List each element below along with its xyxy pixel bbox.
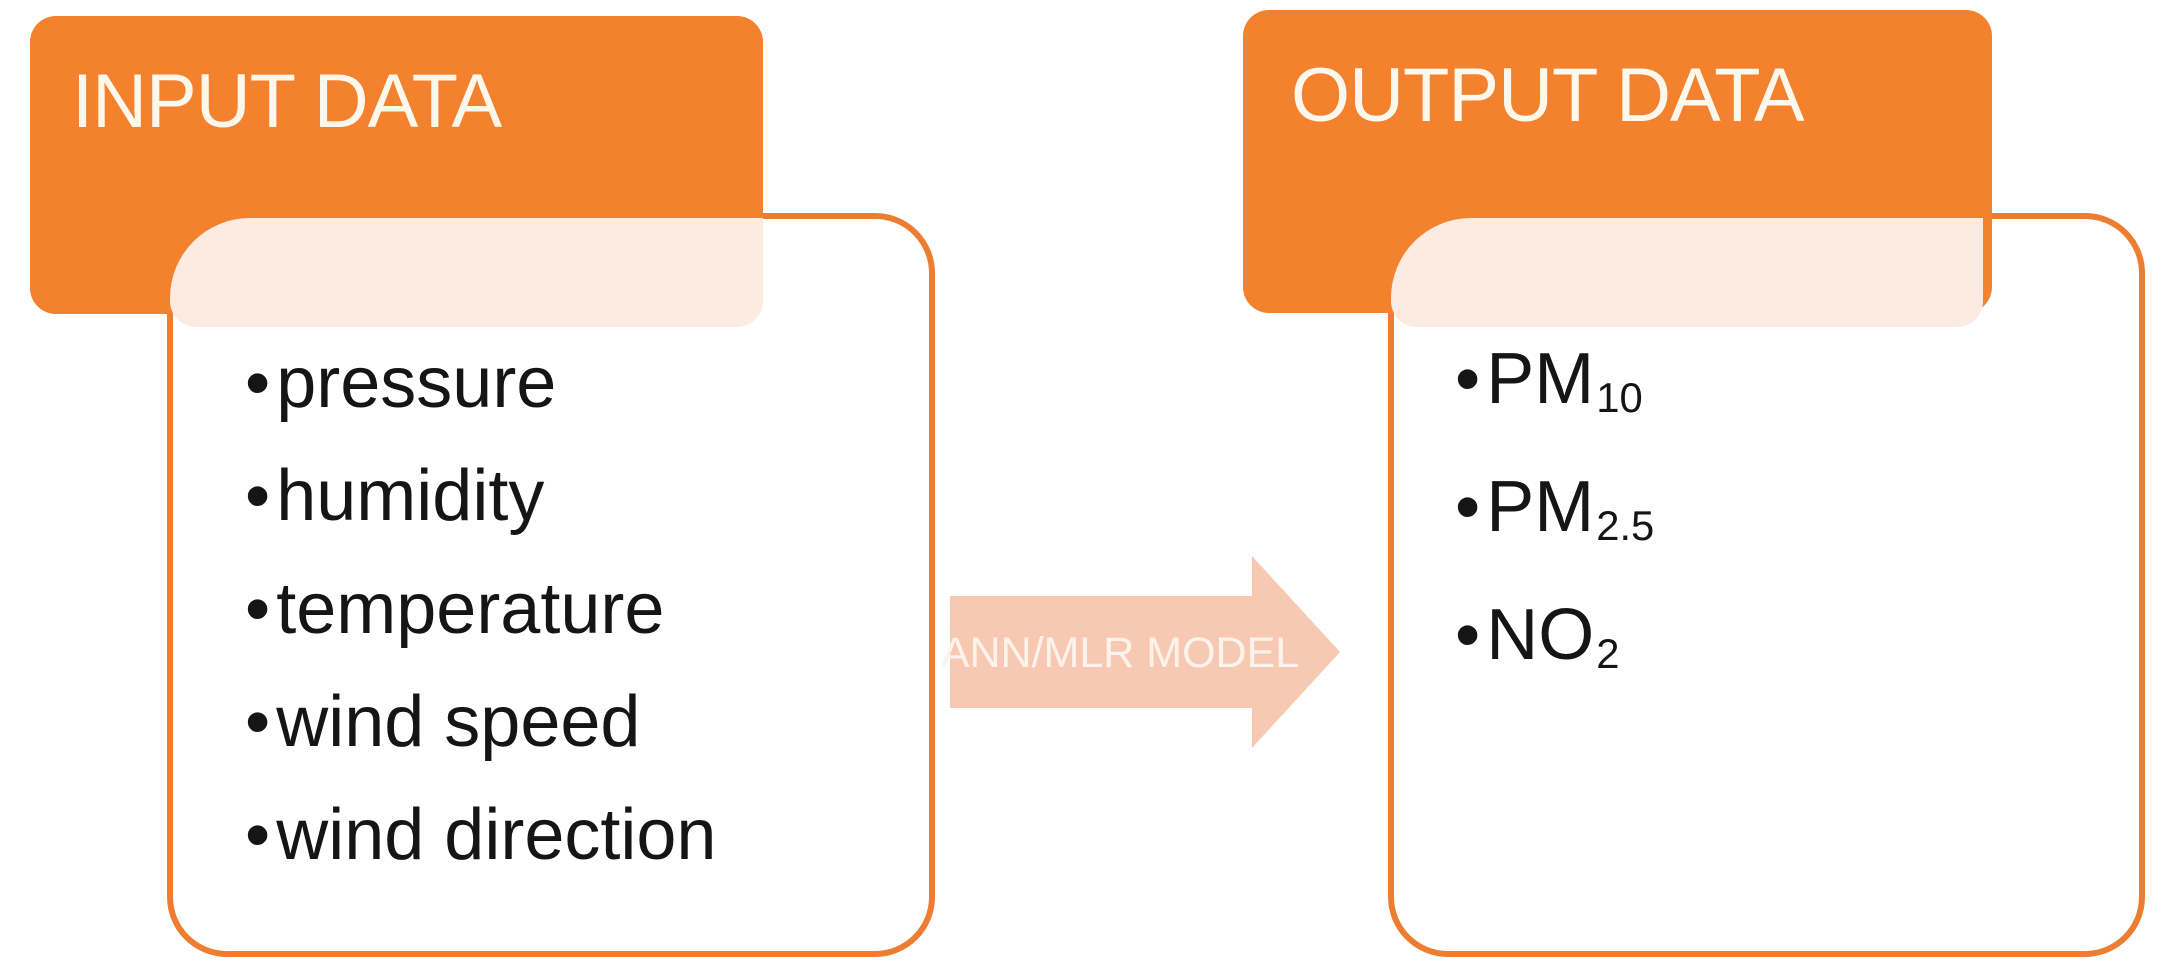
chem-subscript: 10 [1596,374,1643,422]
list-item-label: wind direction [276,795,717,875]
output-band [1391,218,1983,327]
bullet-icon: • [1455,467,1481,547]
list-item: •wind speed [245,666,716,779]
list-item: •PM2.5 [1455,448,1654,576]
bullet-icon: • [245,569,271,649]
list-item-label: pressure [276,343,557,423]
chem-subscript: 2.5 [1596,502,1655,550]
chem-base: PM [1486,467,1595,547]
list-item-label: PM10 [1486,339,1643,422]
bullet-icon: • [245,343,271,423]
input-list: •pressure •humidity •temperature •wind s… [245,327,716,892]
chem-base: PM [1486,339,1595,419]
list-item-label: temperature [276,569,665,649]
list-item: •NO2 [1455,576,1654,704]
bullet-icon: • [245,682,271,762]
list-item-label: humidity [276,456,545,536]
bullet-icon: • [245,795,271,875]
list-item: •humidity [245,440,716,553]
bullet-icon: • [245,456,271,536]
list-item-label: wind speed [276,682,641,762]
model-arrow: ANN/MLR MODEL [940,546,1360,758]
output-list: •PM10 •PM2.5 •NO2 [1455,320,1654,704]
chem-subscript: 2 [1596,630,1620,678]
input-band [170,218,763,327]
input-content-box [167,213,935,957]
output-title: OUTPUT DATA [1291,53,1805,138]
list-item: •wind direction [245,779,716,892]
chem-base: NO [1486,595,1595,675]
list-item: •pressure [245,327,716,440]
list-item-label: NO2 [1486,595,1620,678]
input-title: INPUT DATA [72,59,502,144]
list-item-label: PM2.5 [1486,467,1655,550]
arrow-shape [950,556,1340,748]
list-item: •temperature [245,553,716,666]
output-content-box [1388,213,2145,957]
bullet-icon: • [1455,339,1481,419]
arrow-label: ANN/MLR MODEL [940,628,1300,677]
list-item: •PM10 [1455,320,1654,448]
bullet-icon: • [1455,595,1481,675]
